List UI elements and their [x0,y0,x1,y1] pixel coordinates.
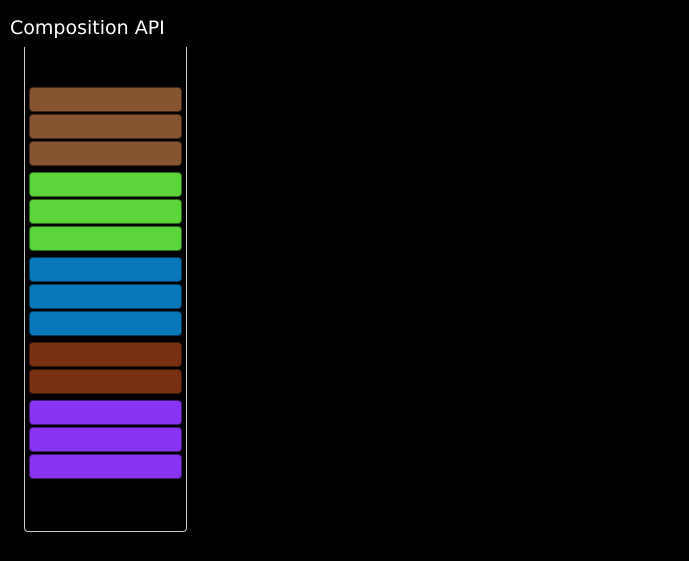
list-item[interactable] [29,199,182,224]
list-item[interactable] [29,284,182,309]
items-panel [24,47,187,532]
list-item[interactable] [29,427,182,452]
list-item[interactable] [29,311,182,336]
list-item[interactable] [29,257,182,282]
list-item[interactable] [29,87,182,112]
list-item[interactable] [29,114,182,139]
list-item[interactable] [29,226,182,251]
list-item[interactable] [29,342,182,367]
list-item[interactable] [29,172,182,197]
bar-list [25,87,186,479]
list-item[interactable] [29,141,182,166]
list-item[interactable] [29,400,182,425]
list-item[interactable] [29,454,182,479]
list-item[interactable] [29,369,182,394]
page-title: Composition API [10,17,165,39]
